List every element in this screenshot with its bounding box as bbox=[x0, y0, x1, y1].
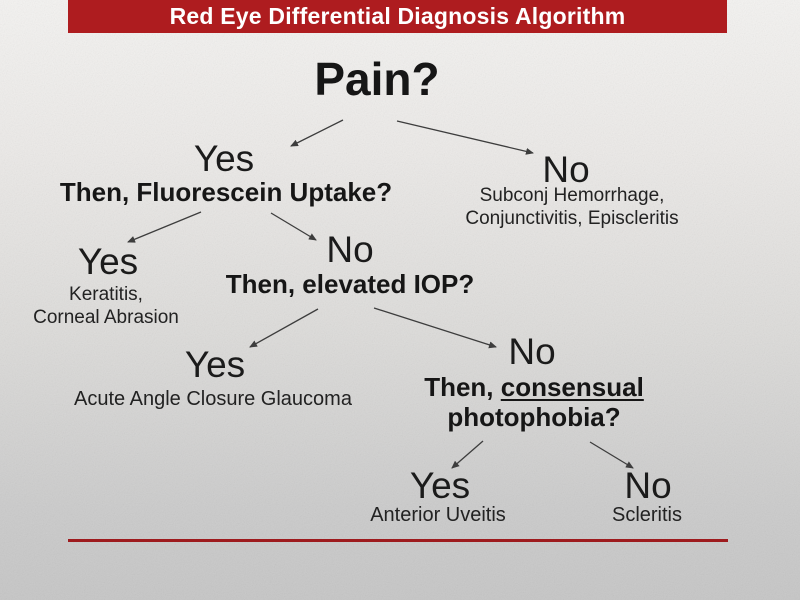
slide-title: Red Eye Differential Diagnosis Algorithm bbox=[169, 3, 626, 29]
photophobia-yes-diagnosis: Anterior Uveitis bbox=[370, 504, 506, 526]
iop-yes-diagnosis: Acute Angle Closure Glaucoma bbox=[74, 388, 352, 410]
pain-yes-answer: Yes bbox=[193, 138, 255, 179]
pain-no-answer: No bbox=[542, 149, 590, 190]
flow-arrow bbox=[373, 307, 497, 349]
diagnosis-line: Conjunctivitis, Episcleritis bbox=[465, 208, 679, 229]
iop-yes-answer: Yes bbox=[184, 344, 246, 385]
iop-question: Then, elevated IOP? bbox=[225, 269, 475, 299]
photophobia-question-line1: Then, consensual bbox=[424, 372, 644, 402]
consensual-underlined: consensual bbox=[500, 372, 644, 402]
photophobia-question-line2: photophobia? bbox=[447, 402, 621, 432]
title-banner: Red Eye Differential Diagnosis Algorithm bbox=[68, 0, 727, 33]
photophobia-no-answer: No bbox=[624, 465, 672, 506]
flow-arrow bbox=[270, 212, 317, 241]
fluorescein-yes-answer: Yes bbox=[77, 241, 139, 282]
photophobia-yes-answer: Yes bbox=[409, 465, 471, 506]
flow-arrow bbox=[249, 308, 319, 348]
fluorescein-question: Then, Fluorescein Uptake? bbox=[59, 177, 393, 207]
diagnosis-line: Subconj Hemorrhage, bbox=[479, 185, 665, 206]
diagnosis-line: Keratitis, bbox=[69, 284, 143, 305]
fluorescein-yes-diagnosis: Keratitis, Corneal Abrasion bbox=[33, 283, 179, 329]
flow-arrow bbox=[290, 119, 344, 147]
question-prefix: Then, bbox=[424, 372, 501, 402]
flow-arrow bbox=[396, 120, 534, 155]
diagnosis-line: Corneal Abrasion bbox=[33, 307, 179, 328]
iop-no-answer: No bbox=[508, 331, 556, 372]
flow-arrow bbox=[451, 440, 484, 469]
fluorescein-no-answer: No bbox=[326, 229, 374, 270]
pain-no-diagnosis: Subconj Hemorrhage, Conjunctivitis, Epis… bbox=[465, 184, 678, 230]
photophobia-no-diagnosis: Scleritis bbox=[611, 504, 683, 526]
root-question-pain: Pain? bbox=[314, 53, 440, 105]
photophobia-question: Then, consensual photophobia? bbox=[424, 372, 644, 432]
flow-arrow bbox=[127, 211, 202, 243]
bottom-divider-line bbox=[68, 539, 728, 542]
